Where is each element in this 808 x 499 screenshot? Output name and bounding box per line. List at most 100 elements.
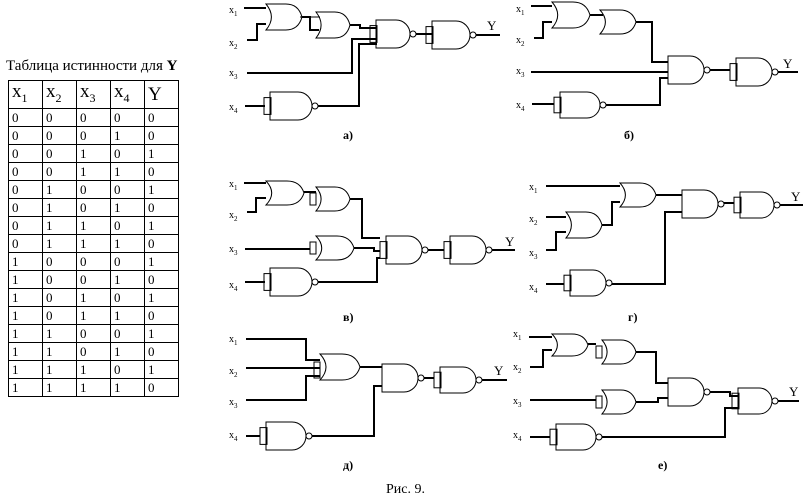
wire <box>318 43 377 107</box>
nand-gate <box>667 55 705 85</box>
column-header-1: x1 <box>8 80 43 109</box>
variant-label: г) <box>628 310 637 324</box>
wire <box>546 231 566 251</box>
wire <box>247 23 266 41</box>
wire <box>354 247 380 252</box>
wire <box>530 349 552 368</box>
wire <box>246 338 320 361</box>
table-cell: 0 <box>144 306 179 325</box>
input-bracket <box>733 196 742 214</box>
table-cell: 1 <box>42 378 77 397</box>
input-label: x4 <box>229 430 238 443</box>
or-gate <box>264 3 303 31</box>
input-bracket <box>313 361 321 379</box>
table-cell: 0 <box>144 378 179 397</box>
or-gate <box>314 235 355 261</box>
nand-gate <box>559 91 601 119</box>
inverter-bubble <box>311 278 319 286</box>
input-label: x3 <box>529 248 538 261</box>
inverter-bubble <box>305 432 313 440</box>
wire <box>350 198 380 239</box>
or-gate <box>264 180 305 206</box>
inverter-bubble <box>595 433 603 441</box>
nand-gate <box>737 387 773 415</box>
or-gate <box>598 9 637 35</box>
or-gate <box>550 333 589 357</box>
nand-gate <box>375 19 411 49</box>
input-label: x4 <box>229 102 238 115</box>
nand-gate <box>269 267 313 297</box>
output-label: Y <box>494 363 504 378</box>
truth-table-title: Таблица истинности для Y <box>6 58 178 74</box>
wire <box>612 211 682 285</box>
output-label: Y <box>505 234 515 249</box>
or-gate <box>314 11 351 39</box>
nand-gate <box>739 191 775 219</box>
variant-label: д) <box>343 458 353 472</box>
input-label: x4 <box>229 280 238 293</box>
nand-gate <box>569 269 607 297</box>
inverter-bubble <box>717 200 725 208</box>
wire <box>710 391 738 397</box>
inverter-bubble <box>605 279 613 287</box>
nand-gate <box>385 235 423 265</box>
input-label: x3 <box>229 397 238 410</box>
variant-label: б) <box>624 128 634 142</box>
inverter-bubble <box>703 66 711 74</box>
or-gate <box>318 353 361 381</box>
wire <box>602 407 738 438</box>
input-label: x2 <box>513 362 522 375</box>
inverter-bubble <box>469 31 477 39</box>
input-label: x1 <box>513 329 522 342</box>
inverter-bubble <box>475 376 483 384</box>
wire <box>246 375 320 401</box>
or-gate <box>550 1 591 29</box>
input-label: x4 <box>529 282 538 295</box>
wire <box>534 21 552 39</box>
input-label: x3 <box>229 68 238 81</box>
nand-gate <box>555 423 597 451</box>
input-label: x1 <box>529 182 538 195</box>
input-bracket <box>309 241 317 255</box>
or-gate <box>600 389 637 415</box>
wire <box>606 77 668 106</box>
output-label: Y <box>783 56 793 71</box>
input-label: x2 <box>529 214 538 227</box>
inverter-bubble <box>771 68 779 76</box>
input-label: x2 <box>229 366 238 379</box>
inverter-bubble <box>599 101 607 109</box>
or-gate <box>564 211 603 239</box>
input-label: x3 <box>229 244 238 257</box>
wire <box>636 21 668 63</box>
nand-gate <box>681 189 719 219</box>
inverter-bubble <box>773 201 781 209</box>
input-label: x4 <box>513 430 522 443</box>
inverter-bubble <box>311 102 319 110</box>
output-label: Y <box>791 189 801 204</box>
or-gate <box>618 182 657 208</box>
column-header-2: x2 <box>42 80 77 109</box>
inverter-bubble <box>703 388 711 396</box>
nand-gate <box>449 235 487 265</box>
nand-gate <box>667 377 705 407</box>
nand-gate <box>735 57 773 87</box>
input-label: x2 <box>516 35 525 48</box>
wire <box>602 201 620 226</box>
wire <box>350 24 377 29</box>
wire <box>318 257 380 283</box>
wire <box>247 38 377 74</box>
input-bracket <box>433 371 442 389</box>
input-label: x1 <box>516 4 525 17</box>
or-gate <box>314 186 351 212</box>
input-label: x2 <box>229 38 238 51</box>
input-label: x3 <box>513 396 522 409</box>
